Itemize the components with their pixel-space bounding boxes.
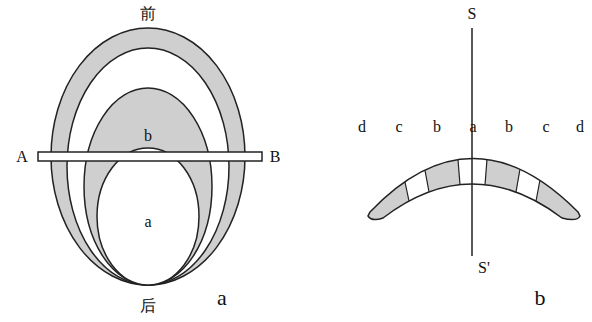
zone-label: c [542, 119, 549, 135]
zone-label: d [576, 119, 584, 135]
axis-label: S [468, 6, 477, 22]
zone-label: b [144, 128, 152, 144]
ellipse-zone: cba [67, 48, 229, 285]
panel-label: b [535, 287, 546, 309]
section-end-label: A [16, 149, 28, 165]
axis-label: S' [478, 260, 490, 276]
zone-label: c [395, 119, 402, 135]
zone-label: a [144, 214, 151, 230]
direction-label: 后 [140, 298, 156, 314]
zone-label: a [469, 119, 476, 135]
panel-label: a [217, 287, 227, 309]
ellipse-zone: ba [84, 88, 212, 285]
zone-label: d [358, 119, 366, 135]
direction-label: 前 [140, 6, 156, 22]
zone-label: b [505, 119, 513, 135]
ellipse-zone: a [97, 148, 199, 285]
zone-label: b [433, 119, 441, 135]
section-end-label: B [270, 149, 281, 165]
